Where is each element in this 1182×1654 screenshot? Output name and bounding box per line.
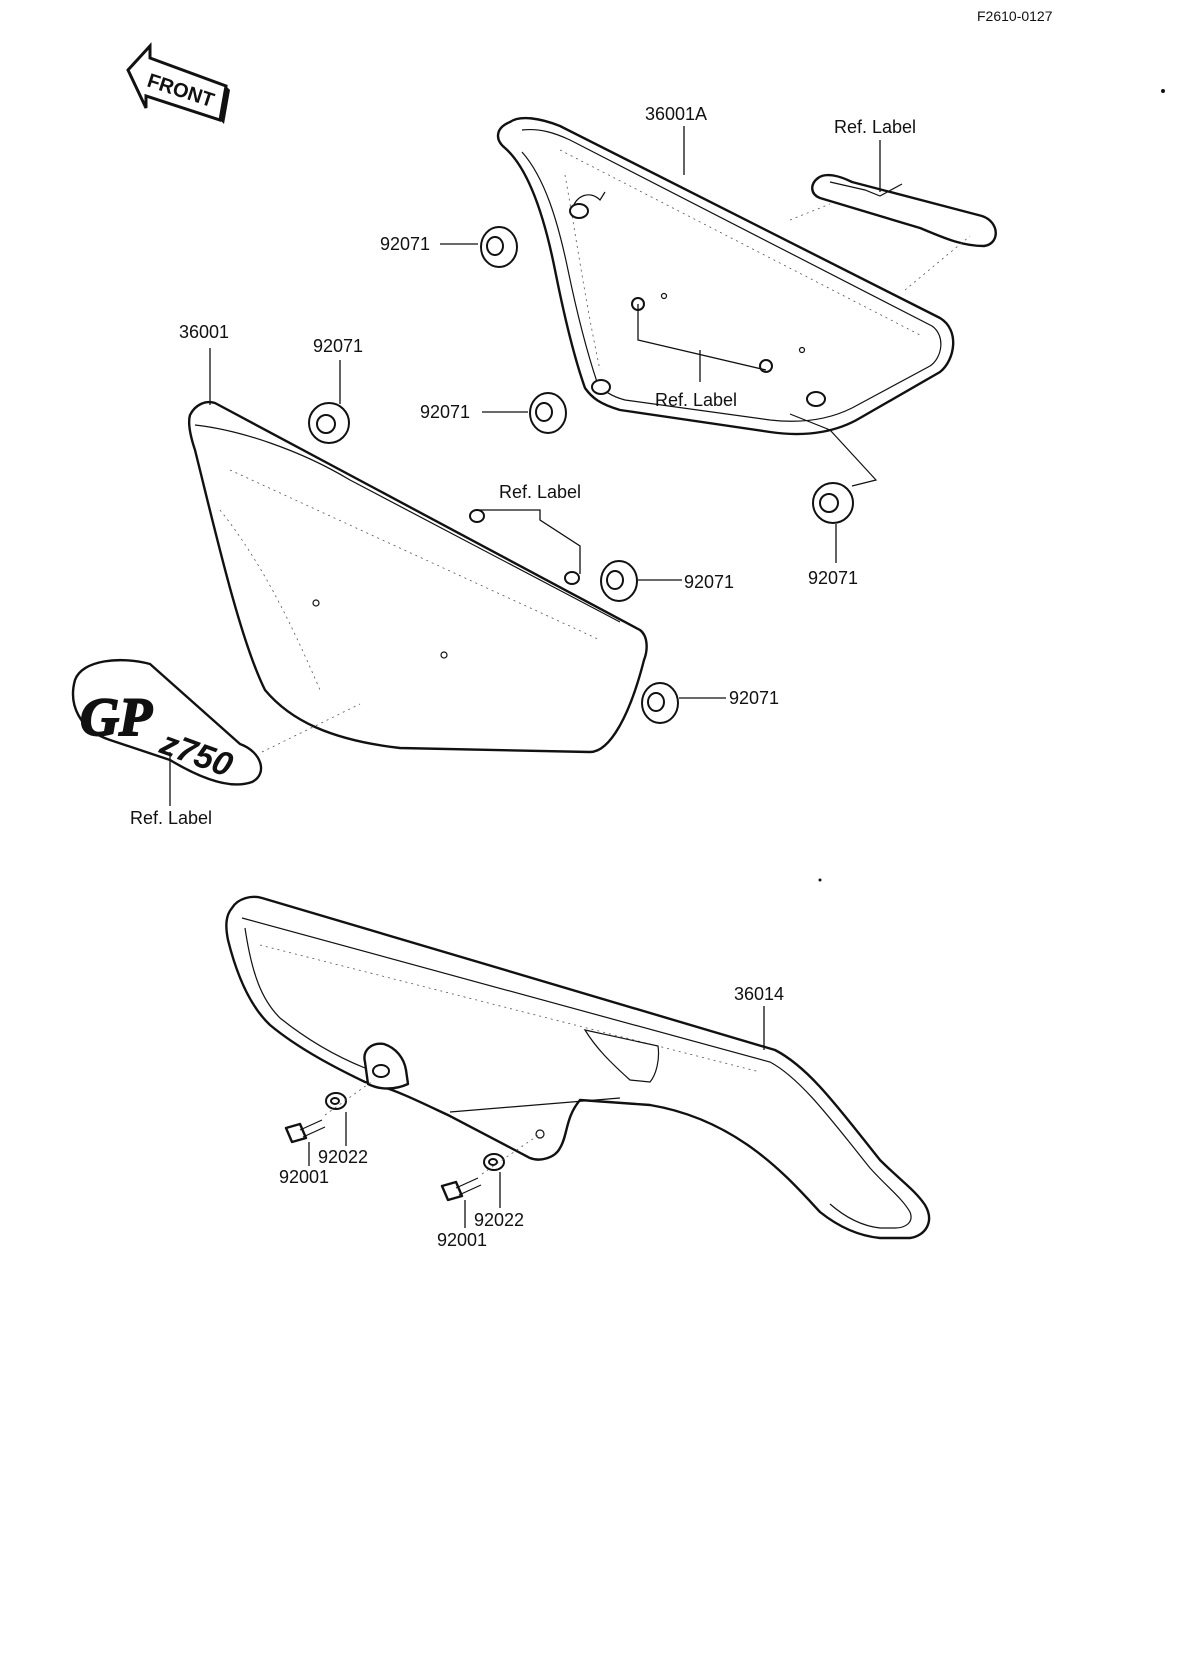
label-36014: 36014	[734, 984, 784, 1004]
bolt-92001-a	[284, 1119, 326, 1144]
label-92071-b: 92071	[420, 402, 470, 422]
label-ref-label-right-cover: Ref. Label	[655, 390, 737, 410]
label-92022-a: 92022	[318, 1147, 368, 1167]
label-ref-label-emblem: Ref. Label	[130, 808, 212, 828]
front-arrow-icon: FRONT	[126, 42, 230, 124]
washer-92022-b	[483, 1153, 505, 1171]
bolt-92001-b	[440, 1177, 482, 1202]
washer-92022-a	[325, 1092, 347, 1110]
grommet-92071-a	[480, 226, 518, 268]
left-side-cover-36001	[188, 401, 648, 754]
right-side-cover-36001a	[496, 116, 955, 436]
gpz750-emblem: GP z750	[71, 658, 263, 786]
grommet-92071-c	[308, 402, 350, 444]
label-92001-a: 92001	[279, 1167, 329, 1187]
chain-cover-36014	[225, 895, 931, 1240]
label-36001: 36001	[179, 322, 229, 342]
stray-dot-2	[818, 878, 822, 882]
grommet-92071-d	[812, 482, 854, 524]
stray-dot	[1161, 89, 1165, 93]
ref-label-plate	[811, 173, 997, 248]
grommet-92071-e	[600, 560, 638, 602]
label-92071-e: 92071	[684, 572, 734, 592]
label-ref-label-top-right: Ref. Label	[834, 117, 916, 137]
label-92001-b: 92001	[437, 1230, 487, 1250]
grommet-92071-b	[529, 392, 567, 434]
label-92071-c: 92071	[313, 336, 363, 356]
label-92071-d: 92071	[808, 568, 858, 588]
label-92071-f: 92071	[729, 688, 779, 708]
grommet-92071-f	[641, 682, 679, 724]
label-36001a: 36001A	[645, 104, 707, 124]
emblem-gp-text: GP	[80, 687, 153, 747]
diagram-code: F2610-0127	[977, 8, 1053, 24]
label-92022-b: 92022	[474, 1210, 524, 1230]
label-92071-a: 92071	[380, 234, 430, 254]
label-ref-label-left-cover: Ref. Label	[499, 482, 581, 502]
